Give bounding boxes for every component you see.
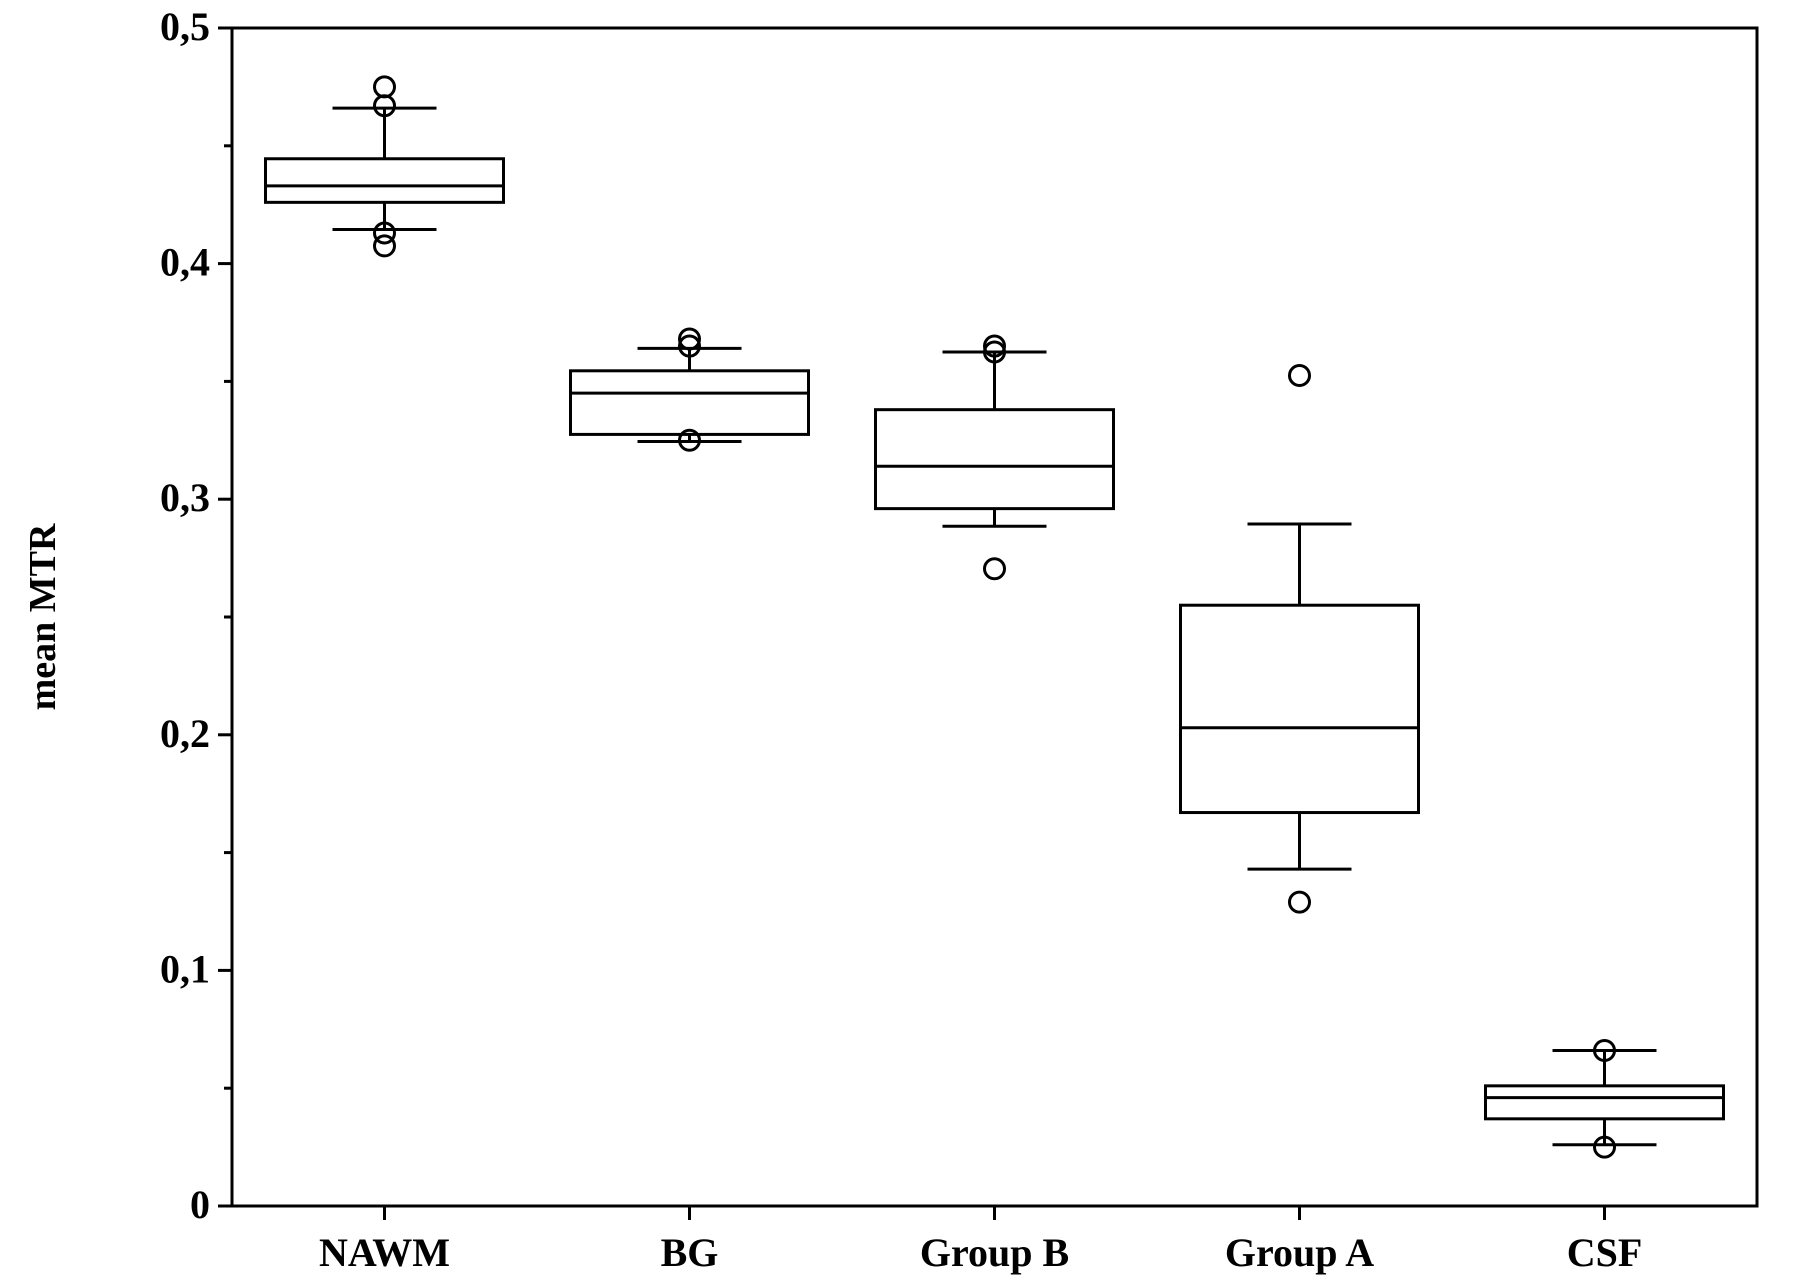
y-tick-label: 0,3 (160, 475, 210, 520)
outlier-point (983, 334, 1006, 358)
iqr-box (1179, 603, 1420, 815)
x-axis: NAWM BG Group B Group A CSF (319, 1206, 1642, 1275)
x-tick-label: NAWM (319, 1230, 450, 1275)
iqr-box (874, 408, 1115, 511)
box-group-nawm (264, 75, 505, 258)
y-tick-label: 0 (190, 1182, 210, 1227)
y-axis-title: mean MTR (22, 523, 64, 710)
box-group-bg (569, 327, 810, 452)
y-tick-label: 0,5 (160, 4, 210, 49)
y-tick-label: 0,2 (160, 711, 210, 756)
iqr-box (264, 157, 505, 204)
outlier-point (678, 327, 701, 351)
outlier-point (1593, 1039, 1616, 1063)
x-tick-label: Group A (1225, 1230, 1374, 1275)
outlier-point (373, 221, 396, 245)
box-group-csf (1484, 1039, 1725, 1159)
outlier-point (1288, 890, 1311, 914)
boxes-layer (264, 75, 1725, 1159)
y-tick-label: 0,1 (160, 946, 210, 991)
x-tick-label: BG (661, 1230, 719, 1275)
x-tick-label: Group B (920, 1230, 1069, 1275)
iqr-box (569, 369, 810, 436)
x-tick-label: CSF (1567, 1230, 1643, 1275)
plot-area-frame (230, 26, 1759, 1208)
outlier-point (1593, 1135, 1616, 1159)
outlier-point (373, 234, 396, 258)
y-tick-label: 0,4 (160, 240, 210, 285)
box-group-group-a (1179, 364, 1420, 914)
outlier-point (373, 75, 396, 99)
box-group-group-b (874, 334, 1115, 581)
outlier-point (983, 340, 1006, 364)
outlier-point (678, 428, 701, 452)
iqr-box (1484, 1084, 1725, 1121)
outlier-point (983, 557, 1006, 581)
y-axis: 0 0,1 0,2 0,3 0,4 0,5 (160, 4, 232, 1227)
outlier-point (1288, 364, 1311, 388)
outlier-point (678, 334, 701, 358)
